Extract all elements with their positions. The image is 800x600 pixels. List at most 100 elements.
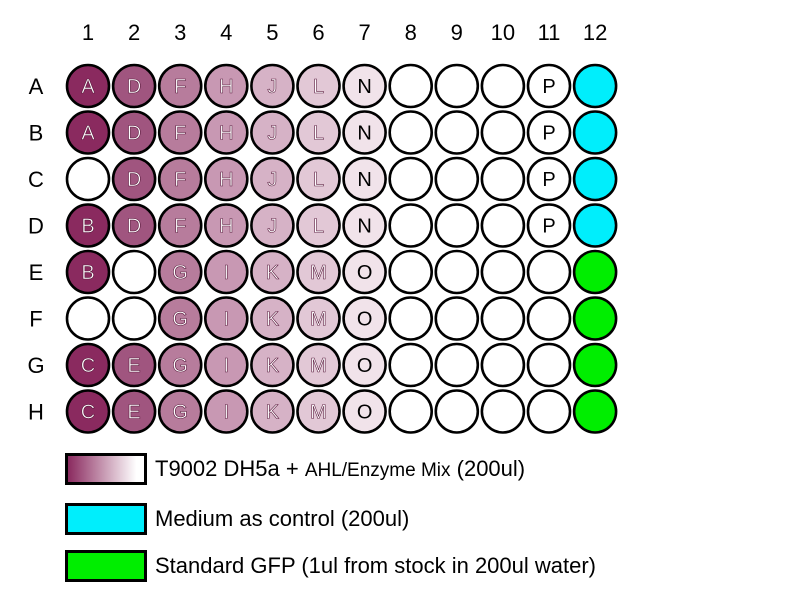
well-label: K [266,309,280,331]
well-C12 [572,156,618,202]
well-label: D [127,123,141,145]
well-A5: J [250,63,295,109]
well-E4: I [204,249,249,295]
well-label: E [127,355,140,377]
well-B6: L [296,110,341,155]
well-label: D [127,76,141,98]
well-label: G [172,402,188,424]
column-label-5: 5 [266,20,278,45]
well-label: F [174,123,186,145]
well-C10 [480,156,526,202]
well-G4: I [204,342,249,388]
well-label: K [266,355,280,377]
column-label-6: 6 [312,20,324,45]
well-H2: E [111,389,157,434]
column-label-8: 8 [405,20,417,45]
legend-swatch-gradient [65,453,147,485]
well-label: P [542,123,555,145]
well-label: I [224,262,230,284]
well-A9 [434,63,480,109]
well-F9 [434,296,480,341]
well-E1: B [65,249,111,295]
well-label: H [219,216,233,238]
well-B4: H [204,110,249,155]
well-H7: O [342,389,387,434]
well-B9 [434,110,480,155]
column-label-1: 1 [82,20,94,45]
well-label: G [172,355,188,377]
well-label: D [127,216,141,238]
well-E8 [388,249,434,295]
well-H4: I [204,389,249,434]
well-B1: A [65,110,111,155]
legend-row-medium: Medium as control (200ul) [65,500,409,538]
well-H1: C [65,389,111,434]
column-label-10: 10 [491,20,515,45]
well-C5: J [250,156,295,202]
well-label: P [542,76,555,98]
well-label: J [267,169,277,191]
well-A11: P [526,63,572,109]
well-H3: G [157,389,203,434]
well-H9 [434,389,480,434]
well-A1: A [65,63,111,109]
legend-swatch-cyan [65,503,147,535]
well-F2 [111,296,157,341]
column-label-12: 12 [583,20,607,45]
well-H8 [388,389,434,434]
well-G8 [388,342,434,388]
well-D12 [572,203,618,248]
row-label-G: G [27,353,44,378]
well-F3: G [157,296,203,341]
well-label: L [313,216,324,238]
well-C1 [65,156,111,202]
well-label: A [81,123,95,145]
well-C9 [434,156,480,202]
well-label: N [357,216,371,238]
well-label: C [81,402,95,424]
column-label-3: 3 [174,20,186,45]
well-C6: L [296,156,341,202]
well-label: B [81,216,94,238]
well-A4: H [204,63,249,109]
well-E3: G [157,249,203,295]
well-A2: D [111,63,157,109]
well-label: M [310,262,327,284]
well-G5: K [250,342,295,388]
column-label-2: 2 [128,20,140,45]
well-A7: N [342,63,387,109]
legend-label-ahl-part1: T9002 DH5a + [155,456,305,481]
column-label-7: 7 [358,20,370,45]
well-D9 [434,203,480,248]
row-label-C: C [28,167,44,192]
well-label: O [357,262,373,284]
well-B7: N [342,110,387,155]
legend-label-ahl: T9002 DH5a + AHL/Enzyme Mix (200ul) [155,456,525,482]
well-E6: M [296,249,341,295]
well-E7: O [342,249,387,295]
well-C2: D [111,156,157,202]
well-F11 [526,296,572,341]
well-label: M [310,309,327,331]
well-B12 [572,110,618,155]
well-D2: D [111,203,157,248]
well-F12 [572,296,618,341]
legend-row-ahl: T9002 DH5a + AHL/Enzyme Mix (200ul) [65,450,525,488]
well-G7: O [342,342,387,388]
well-label: J [267,216,277,238]
legend-label-ahl-part2: AHL/Enzyme Mix [304,460,451,481]
legend-label-gfp: Standard GFP (1ul from stock in 200ul wa… [155,553,597,578]
well-D8 [388,203,434,248]
column-label-9: 9 [451,20,463,45]
well-A8 [388,63,434,109]
well-D10 [480,203,526,248]
well-A6: L [296,63,341,109]
well-label: F [174,76,186,98]
well-label: I [224,309,230,331]
well-F6: M [296,296,341,341]
well-B2: D [111,110,157,155]
well-G11 [526,342,572,388]
well-E2 [111,249,157,295]
well-label: H [219,123,233,145]
